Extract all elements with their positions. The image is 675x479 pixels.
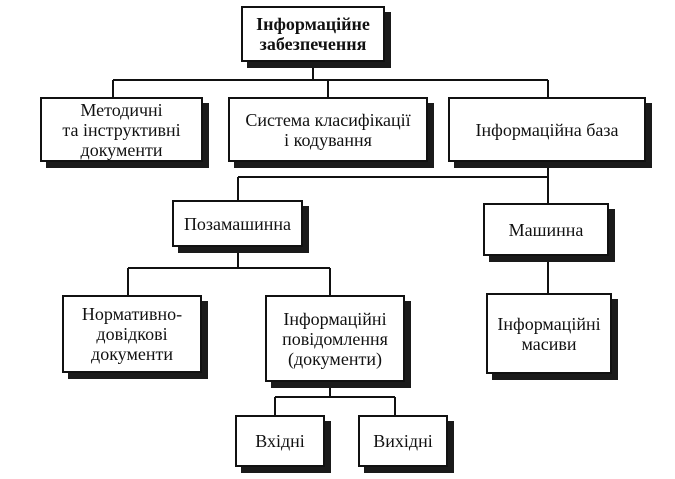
node-classification-system: Система класифікації і кодування: [228, 97, 428, 162]
node-information-arrays: Інформаційні масиви: [486, 293, 612, 374]
node-offline: Позамашинна: [172, 200, 303, 247]
node-output: Вихідні: [358, 415, 448, 467]
node-machine: Машинна: [483, 203, 609, 256]
node-information-messages-label: Інформаційні повідомлення (документи): [282, 308, 388, 369]
node-methodical-documents: Методичні та інструктивні документи: [40, 97, 203, 162]
node-input-label: Вхідні: [255, 431, 305, 451]
node-information-base-label: Інформаційна база: [475, 119, 619, 140]
node-normative-documents-label: Нормативно- довідкові документи: [81, 304, 183, 364]
node-offline-label: Позамашинна: [183, 213, 292, 234]
node-information-arrays-label: Інформаційні масиви: [497, 313, 601, 354]
node-methodical-documents-label: Методичні та інструктивні документи: [62, 99, 181, 160]
node-information-support-label: Інформаційне забезпечення: [256, 14, 370, 54]
node-information-support: Інформаційне забезпечення: [241, 6, 385, 62]
node-machine-label: Машинна: [508, 219, 584, 240]
node-information-base: Інформаційна база: [448, 97, 646, 162]
node-information-messages: Інформаційні повідомлення (документи): [265, 295, 405, 382]
node-input: Вхідні: [235, 415, 325, 467]
node-output-label: Вихідні: [373, 431, 433, 451]
node-classification-system-label: Система класифікації і кодування: [245, 109, 411, 150]
node-normative-documents: Нормативно- довідкові документи: [62, 295, 202, 373]
